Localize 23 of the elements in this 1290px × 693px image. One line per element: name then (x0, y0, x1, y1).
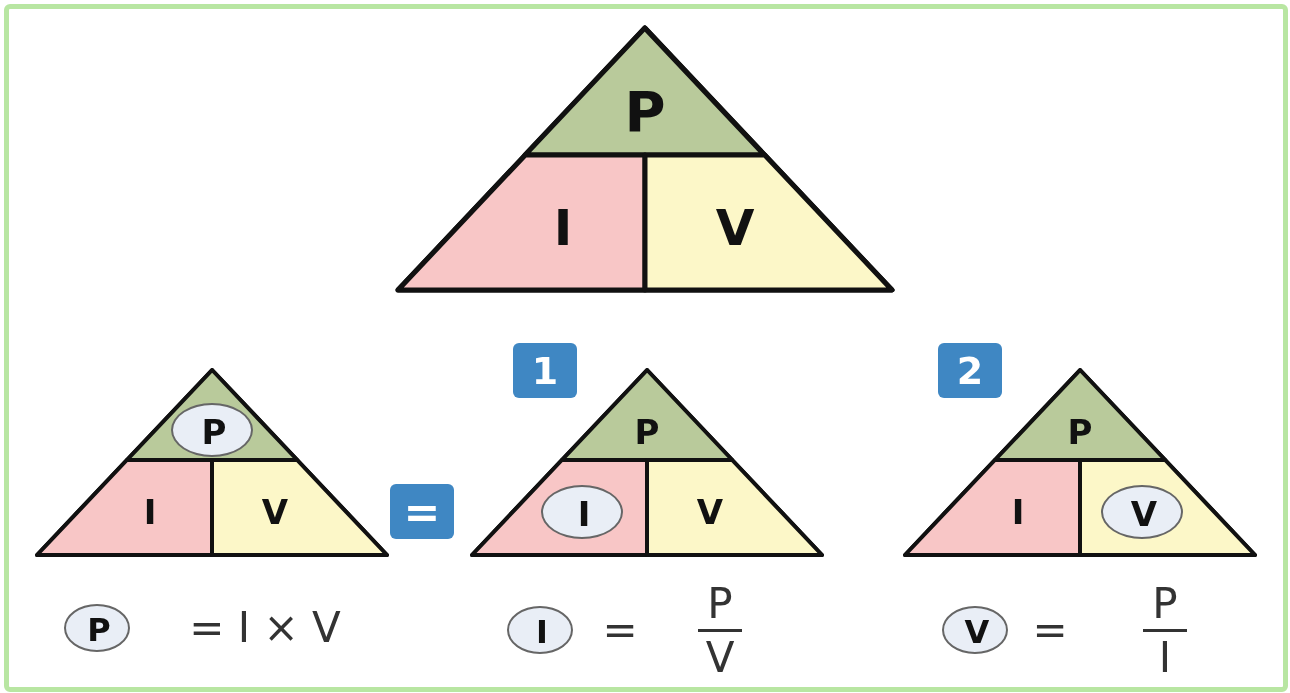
triangle-section (472, 460, 647, 555)
equals-sign: = (602, 609, 638, 651)
formula-triangle (398, 28, 892, 290)
triangle-section (1080, 460, 1255, 555)
triangle-section: I (37, 460, 212, 555)
formula-text: = I × V (189, 607, 341, 649)
triangle-section: I (905, 460, 1080, 555)
triangle-section: I (398, 155, 645, 290)
circled-letter: I (507, 606, 573, 654)
fraction-numerator: P (1152, 583, 1178, 625)
step-badge: 1 (513, 343, 577, 398)
formula-triangle (37, 370, 387, 555)
step-badge: 2 (938, 343, 1002, 398)
fraction-numerator: P (707, 583, 733, 625)
circled-letter: P (64, 604, 130, 652)
fraction-denominator: V (705, 637, 735, 679)
triangle-section: V (647, 460, 822, 555)
fraction-denominator: I (1158, 637, 1172, 679)
triangle-section: V (645, 155, 892, 290)
step-badge: = (390, 484, 454, 539)
triangle-section: V (212, 460, 387, 555)
circled-letter: V (942, 606, 1008, 654)
equals-sign: = (1032, 609, 1068, 651)
